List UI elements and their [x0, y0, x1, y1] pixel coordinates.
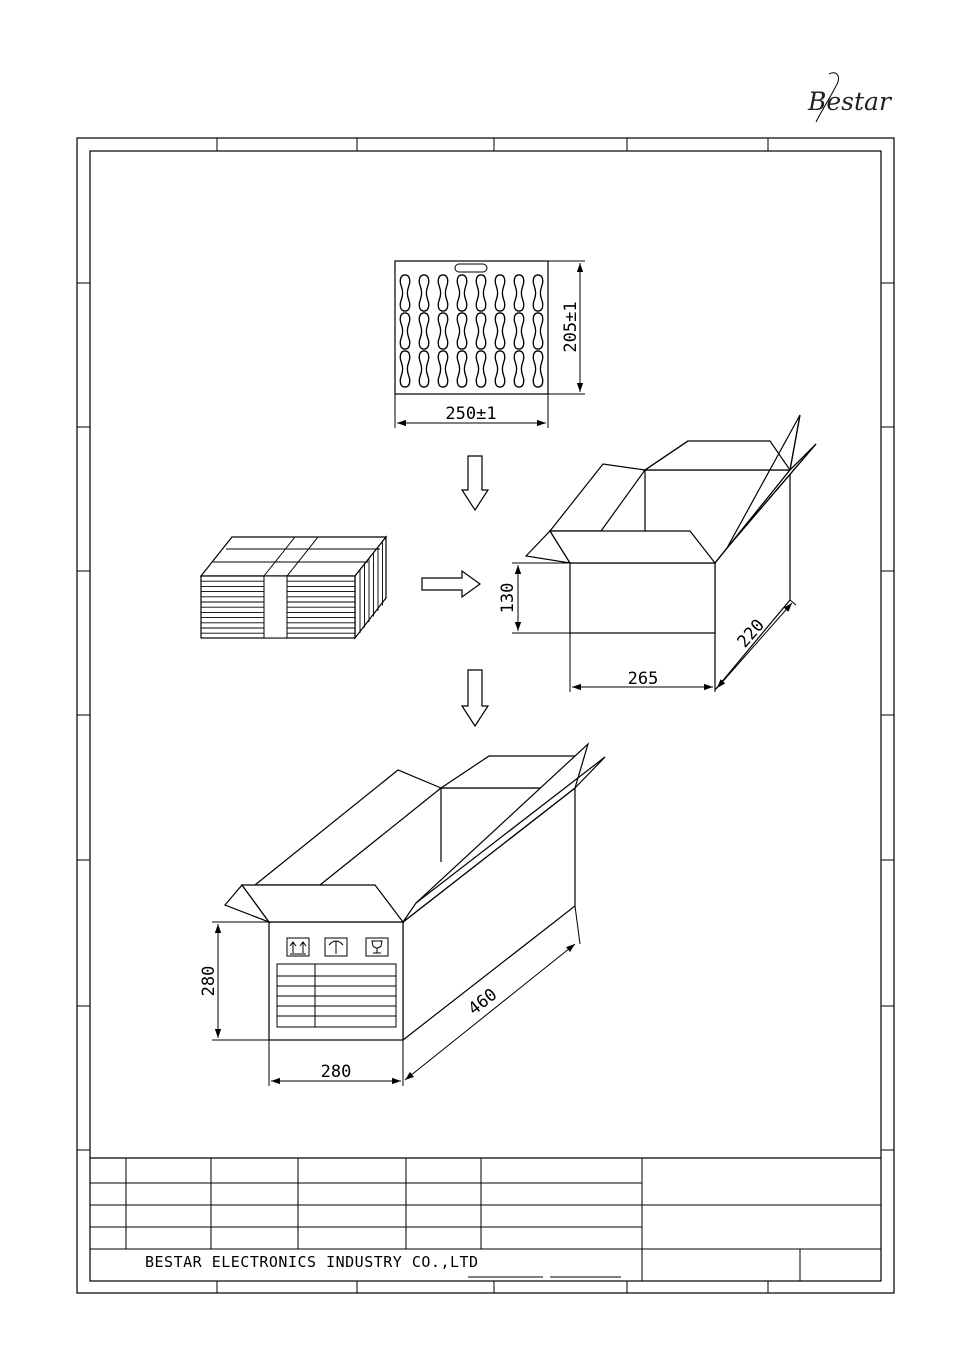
drawing-frame: [77, 138, 894, 1293]
right-arrow-icon: [422, 571, 480, 597]
inner-box-width-label: 265: [628, 669, 659, 689]
tray-slot: [495, 351, 505, 387]
tray-slot: [438, 351, 448, 387]
tray-slot: [476, 351, 486, 387]
company-name: BESTAR ELECTRONICS INDUSTRY CO.,LTD: [145, 1253, 479, 1271]
tray-slot: [533, 275, 543, 311]
tray-drawing: 250±1 205±1: [395, 261, 585, 428]
down-arrow-icon: [462, 670, 488, 726]
tray-slot: [419, 351, 429, 387]
tray-slot: [438, 313, 448, 349]
tray-stack-drawing: [201, 537, 386, 638]
bestar-logo: Bestar: [807, 73, 893, 122]
tray-slot: [476, 275, 486, 311]
outer-box-width-label: 280: [321, 1062, 352, 1082]
outer-box-depth-label: 460: [465, 985, 502, 1020]
tray-slot: [400, 275, 410, 311]
tray-slot: [533, 351, 543, 387]
tray-slot: [457, 313, 467, 349]
tray-slot: [514, 351, 524, 387]
logo-text: Bestar: [807, 87, 893, 116]
tray-slot: [514, 313, 524, 349]
tray-slot: [533, 313, 543, 349]
tray-slot: [514, 275, 524, 311]
tray-slot: [400, 351, 410, 387]
tray-slot: [476, 313, 486, 349]
tray-slot: [495, 275, 505, 311]
title-block: BESTAR ELECTRONICS INDUSTRY CO.,LTD: [90, 1158, 881, 1281]
tray-height-label: 205±1: [561, 301, 581, 352]
tray-slot: [419, 313, 429, 349]
tray-slot: [419, 275, 429, 311]
down-arrow-icon: [462, 456, 488, 510]
inner-box-height-label: 130: [498, 583, 518, 614]
tray-slot: [400, 313, 410, 349]
outer-box-height-label: 280: [199, 966, 219, 997]
inner-box-drawing: 130 265 220: [498, 415, 816, 692]
tray-slot: [438, 275, 448, 311]
outer-box-drawing: 280 280 460: [199, 744, 605, 1086]
tray-width-label: 250±1: [445, 404, 496, 424]
tray-slot: [457, 275, 467, 311]
tray-slot: [495, 313, 505, 349]
tray-slot-grid: [400, 275, 543, 387]
tray-slot: [457, 351, 467, 387]
